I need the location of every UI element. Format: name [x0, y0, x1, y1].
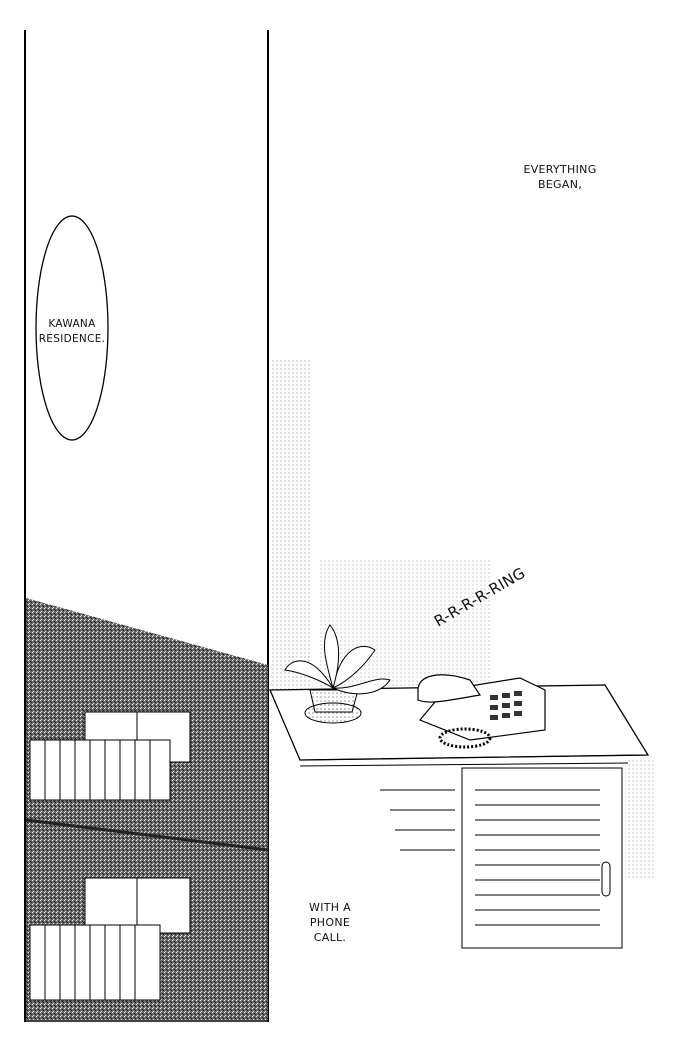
narration-bottom-line1: WITH A [309, 901, 351, 914]
narration-bottom-line2: PHONE [309, 916, 351, 929]
potted-plant [284, 624, 391, 724]
narration-top: EVERYTHING BEGAN, [510, 162, 610, 192]
narration-top-line1: EVERYTHING [523, 163, 597, 176]
speech-bubble: KAWANA RESIDENCE. [27, 317, 117, 347]
speech-bubble-line2: RESIDENCE. [38, 333, 106, 345]
speech-bubble-line1: KAWANA [48, 318, 96, 330]
narration-bottom: WITH A PHONE CALL. [290, 900, 370, 945]
left-panel [24, 30, 269, 1022]
narration-top-line2: BEGAN, [537, 178, 583, 191]
narration-bottom-line3: CALL. [313, 931, 347, 944]
apartment-building [25, 598, 269, 1020]
telephone [417, 674, 546, 749]
speech-bubble-shape [35, 215, 109, 441]
right-panel [269, 360, 655, 949]
